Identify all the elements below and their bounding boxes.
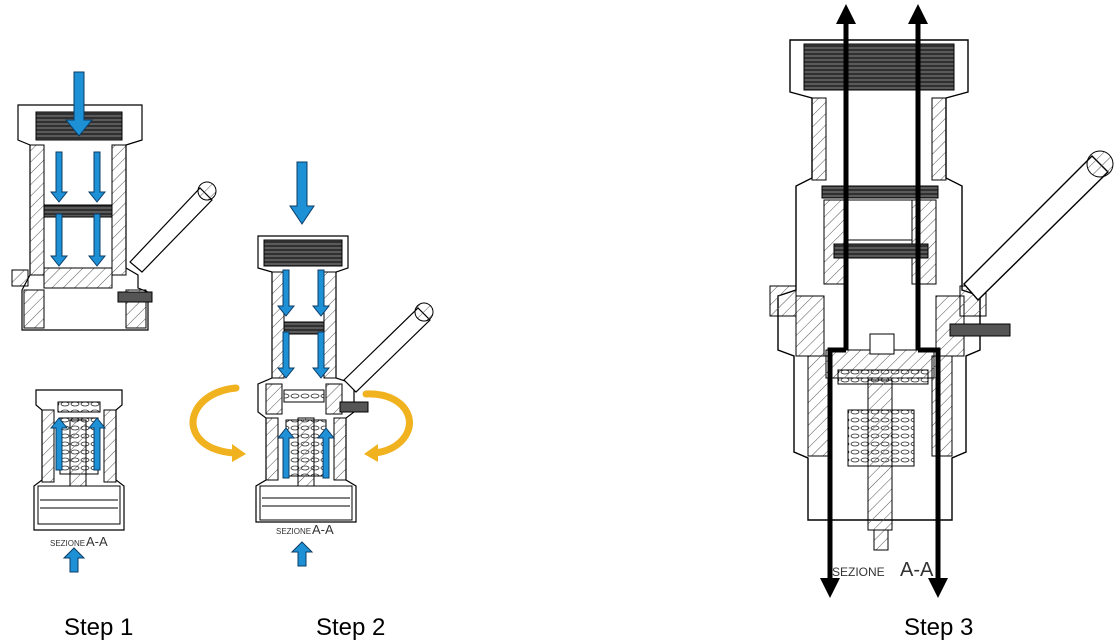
step1-section-caption-large: A-A (86, 534, 108, 549)
step1-down-arrow-4 (87, 213, 107, 267)
step2-up-arrow-2 (316, 427, 336, 479)
step3-down-arrow-2 (918, 347, 948, 598)
step1-label: Step 1 (64, 614, 134, 641)
step2-label: Step 2 (316, 614, 386, 641)
step1-flow-arrows (49, 71, 107, 573)
step2-down-arrow-1 (276, 269, 296, 317)
left-rotation-arrow (189, 384, 240, 457)
step2-section-caption-small: SEZIONE (276, 527, 311, 536)
step1-down-arrow-1 (49, 151, 69, 203)
step2-rotation-arrows (189, 384, 413, 462)
step2-down-arrow-4 (311, 331, 331, 379)
step1-valve-top (11, 104, 217, 331)
right-rotation-arrow (362, 390, 413, 457)
step2-section-caption-large: A-A (312, 522, 334, 537)
step2-down-arrow-3 (276, 331, 296, 379)
step1-up-arrow-1 (49, 417, 69, 471)
step1-section-caption-small: SEZIONE (50, 539, 85, 548)
step1-inlet-arrow (64, 71, 94, 137)
step3-flow-lines (820, 4, 948, 598)
step1-valve-bottom (33, 389, 125, 531)
step1-bottom-inlet-arrow (62, 547, 86, 573)
step2-inlet-arrow (289, 161, 315, 225)
step3-section-caption-small: SEZIONE (832, 565, 885, 579)
step2-down-arrow-2 (311, 269, 331, 317)
step2-bottom-inlet-arrow (290, 541, 314, 567)
step2-up-arrow-1 (276, 427, 296, 479)
step1-down-arrow-3 (49, 213, 69, 267)
step3-down-arrow-1 (820, 347, 846, 598)
step3-valve (769, 39, 1114, 551)
step3-section-caption-large: A-A (900, 559, 934, 581)
step3-label: Step 3 (904, 614, 974, 641)
step1-down-arrow-2 (87, 151, 107, 203)
step1-up-arrow-2 (87, 417, 107, 471)
step2-flow-arrows (276, 161, 336, 567)
